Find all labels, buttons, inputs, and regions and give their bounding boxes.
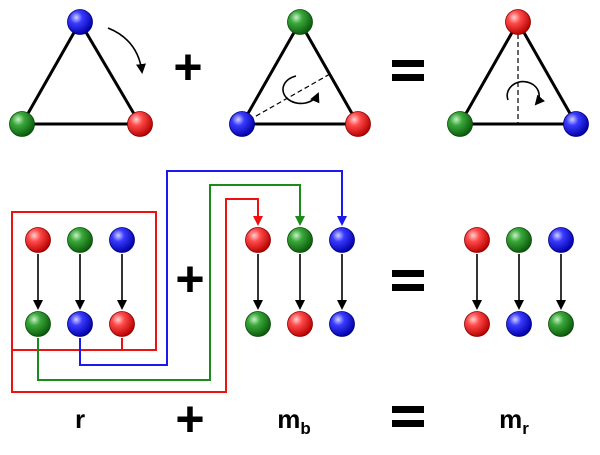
label-m-b: mb bbox=[277, 404, 311, 438]
triangle-vertex-top-blue bbox=[67, 9, 93, 35]
triangle-vertex-left-green bbox=[447, 111, 473, 137]
connector-green bbox=[37, 184, 305, 381]
triangle-vertex-left-green bbox=[9, 111, 35, 137]
connector-red bbox=[11, 198, 263, 393]
ball-top-green bbox=[506, 227, 532, 253]
ball-top-red bbox=[245, 227, 271, 253]
column-arrows bbox=[253, 254, 347, 310]
reflection-flip-arrow bbox=[282, 75, 320, 105]
triangle-outline bbox=[239, 18, 361, 126]
triangle-vertex-right-red bbox=[127, 111, 153, 137]
equals-operator-middle bbox=[392, 270, 424, 291]
plus-operator-top: + bbox=[173, 39, 202, 95]
r-column-box bbox=[11, 211, 157, 351]
reflection-axis-dashed bbox=[241, 73, 331, 125]
triangle-outline bbox=[19, 19, 143, 126]
ball-top-green bbox=[67, 227, 93, 253]
plus-operator-middle: + bbox=[175, 251, 204, 307]
ball-top-green bbox=[287, 227, 313, 253]
label-r: r bbox=[75, 404, 85, 434]
ball-bottom-blue bbox=[506, 311, 532, 337]
triangle-vertex-top-green bbox=[287, 9, 313, 35]
ball-bottom-red bbox=[109, 311, 135, 337]
ball-bottom-green bbox=[25, 311, 51, 337]
permutation-connectors bbox=[11, 170, 347, 393]
column-arrows bbox=[33, 254, 127, 310]
label-m-r: mr bbox=[499, 404, 529, 438]
connector-blue bbox=[79, 170, 347, 366]
ball-top-red bbox=[25, 227, 51, 253]
triangle-mirror-b bbox=[229, 9, 371, 137]
ball-bottom-red bbox=[464, 311, 490, 337]
ball-top-blue bbox=[329, 227, 355, 253]
equals-operator-top bbox=[392, 60, 424, 81]
ball-bottom-blue bbox=[67, 311, 93, 337]
column-group-m-b bbox=[245, 227, 355, 337]
connector-red-stub bbox=[121, 338, 156, 351]
column-group-r bbox=[25, 227, 135, 337]
ball-bottom-red bbox=[287, 311, 313, 337]
reflection-flip-arrow bbox=[506, 80, 545, 106]
triangle-vertex-right-red bbox=[345, 111, 371, 137]
triangle-vertex-right-blue bbox=[563, 111, 589, 137]
ball-top-blue bbox=[548, 227, 574, 253]
triangle-mirror-r bbox=[447, 9, 589, 137]
ball-top-blue bbox=[109, 227, 135, 253]
column-arrows bbox=[472, 254, 566, 310]
triangle-vertex-top-red bbox=[505, 9, 531, 35]
ball-bottom-blue bbox=[329, 311, 355, 337]
plus-operator-bottom: + bbox=[175, 391, 204, 447]
equals-operator-bottom bbox=[392, 406, 424, 427]
triangle-rotation bbox=[9, 9, 153, 137]
ball-bottom-green bbox=[245, 311, 271, 337]
column-group-m-r bbox=[464, 227, 574, 337]
triangle-vertex-left-blue bbox=[229, 111, 255, 137]
clockwise-rotation-arrow bbox=[107, 27, 146, 74]
ball-top-red bbox=[464, 227, 490, 253]
ball-bottom-green bbox=[548, 311, 574, 337]
